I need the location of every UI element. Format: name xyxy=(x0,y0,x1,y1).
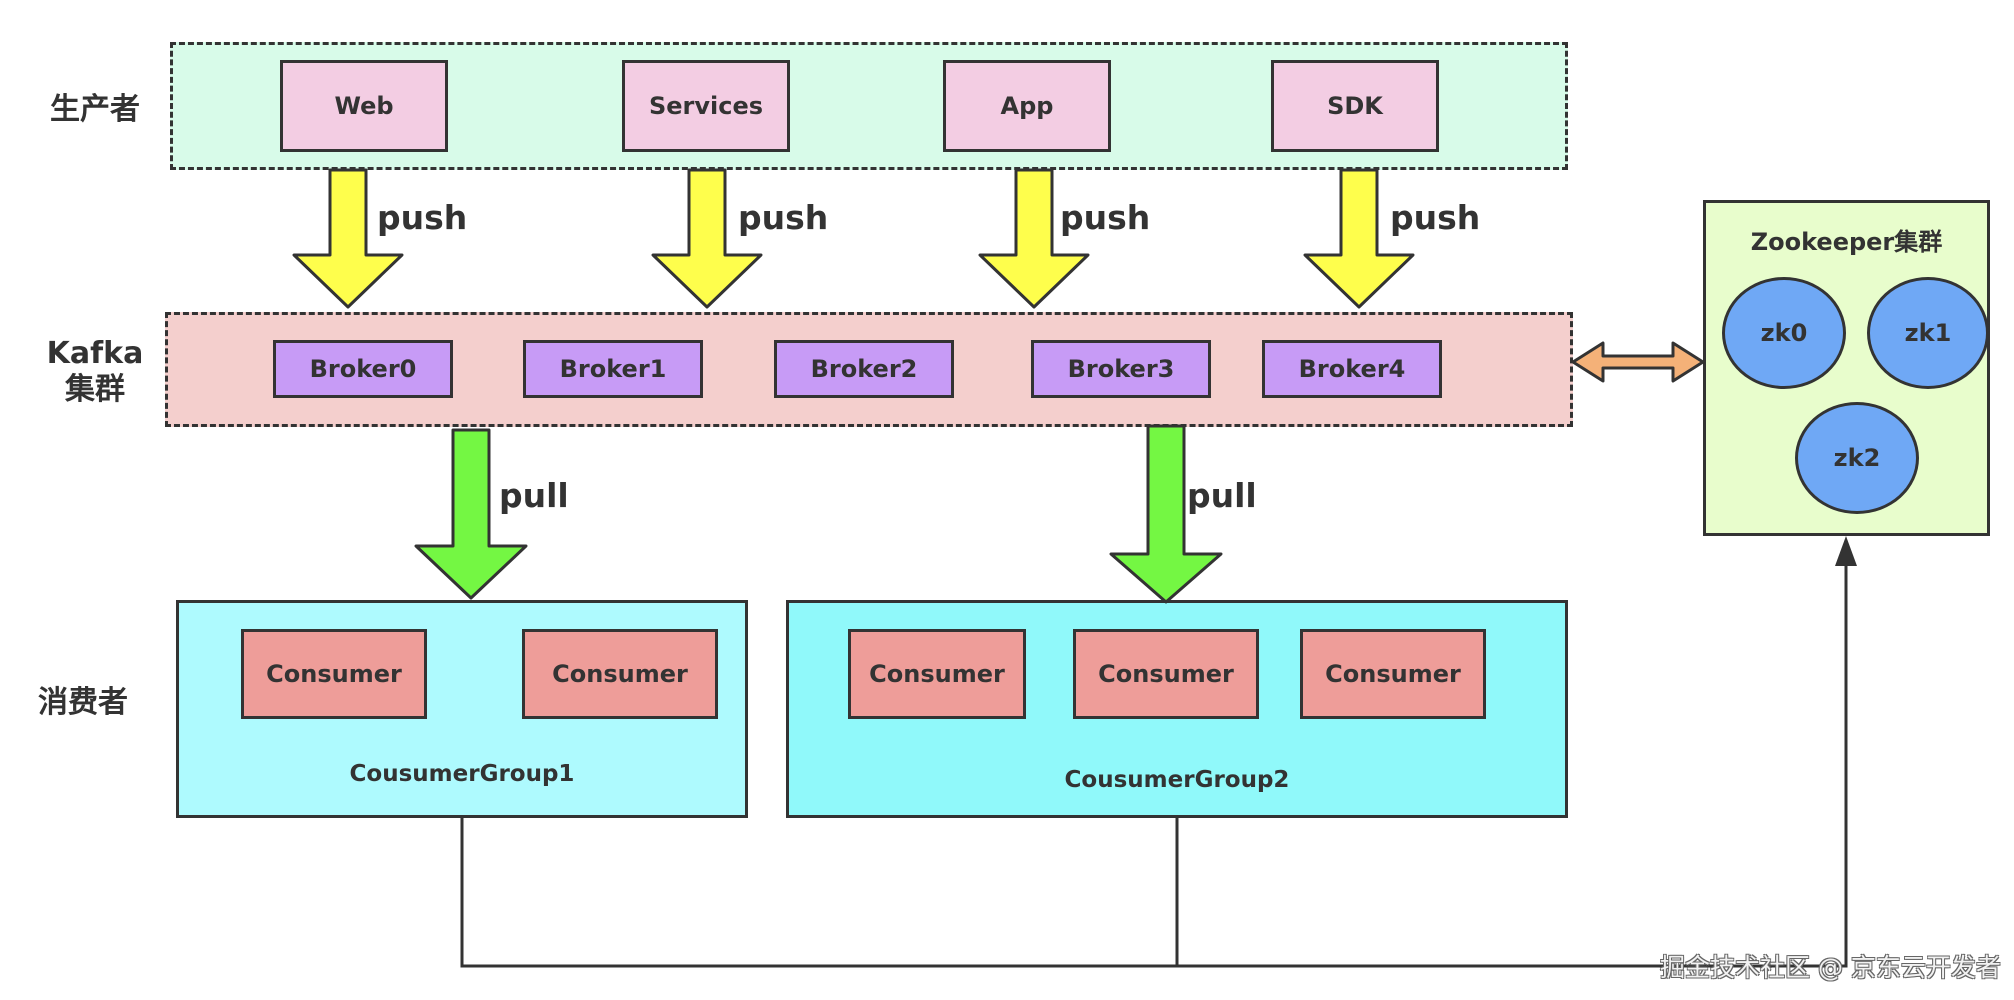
kafka-row-label-line1: Kafka xyxy=(46,336,144,371)
push-label-web: push xyxy=(377,198,468,237)
pull-label-group-1: pull xyxy=(499,476,569,515)
push-label-services: push xyxy=(738,198,829,237)
consumers-row-label: 消费者 xyxy=(38,685,128,720)
broker-4: Broker4 xyxy=(1262,340,1442,398)
kafka-row-label-line2: 集群 xyxy=(65,372,125,407)
push-arrow-app xyxy=(978,168,1090,309)
broker-1: Broker1 xyxy=(523,340,703,398)
broker-3: Broker3 xyxy=(1031,340,1211,398)
producer-app: App xyxy=(943,60,1111,152)
consumer-group-1-title: CousumerGroup1 xyxy=(349,761,575,787)
push-arrow-web xyxy=(292,168,404,309)
zookeeper-arrowhead xyxy=(1835,536,1857,566)
push-label-sdk: push xyxy=(1390,198,1481,237)
producers-row-label: 生产者 xyxy=(50,92,140,127)
zk-node-2: zk2 xyxy=(1795,402,1919,514)
broker-2: Broker2 xyxy=(774,340,954,398)
consumer-group-2-title: CousumerGroup2 xyxy=(1064,767,1290,793)
zk-node-0: zk0 xyxy=(1722,277,1846,389)
pull-arrow-group-1 xyxy=(414,428,528,600)
push-label-app: push xyxy=(1060,198,1151,237)
pull-arrow-group-2 xyxy=(1109,424,1223,604)
consumer-to-zookeeper-connector xyxy=(460,556,1848,968)
kafka-zookeeper-link-arrow xyxy=(1571,341,1705,383)
zookeeper-title: Zookeeper集群 xyxy=(1750,228,1943,256)
producer-sdk: SDK xyxy=(1271,60,1439,152)
group-1-consumer-2: Consumer xyxy=(522,629,718,719)
zk-node-1: zk1 xyxy=(1867,277,1989,389)
group-2-consumer-3: Consumer xyxy=(1300,629,1486,719)
push-arrow-sdk xyxy=(1303,168,1415,309)
pull-label-group-2: pull xyxy=(1187,476,1257,515)
broker-0: Broker0 xyxy=(273,340,453,398)
producer-web: Web xyxy=(280,60,448,152)
group-2-consumer-2: Consumer xyxy=(1073,629,1259,719)
group-2-consumer-1: Consumer xyxy=(848,629,1026,719)
group-1-consumer-1: Consumer xyxy=(241,629,427,719)
push-arrow-services xyxy=(651,168,763,309)
producer-services: Services xyxy=(622,60,790,152)
watermark: 掘金技术社区 @ 京东云开发者 xyxy=(1660,953,2001,982)
kafka-row-label: Kafka 集群 xyxy=(40,336,150,408)
